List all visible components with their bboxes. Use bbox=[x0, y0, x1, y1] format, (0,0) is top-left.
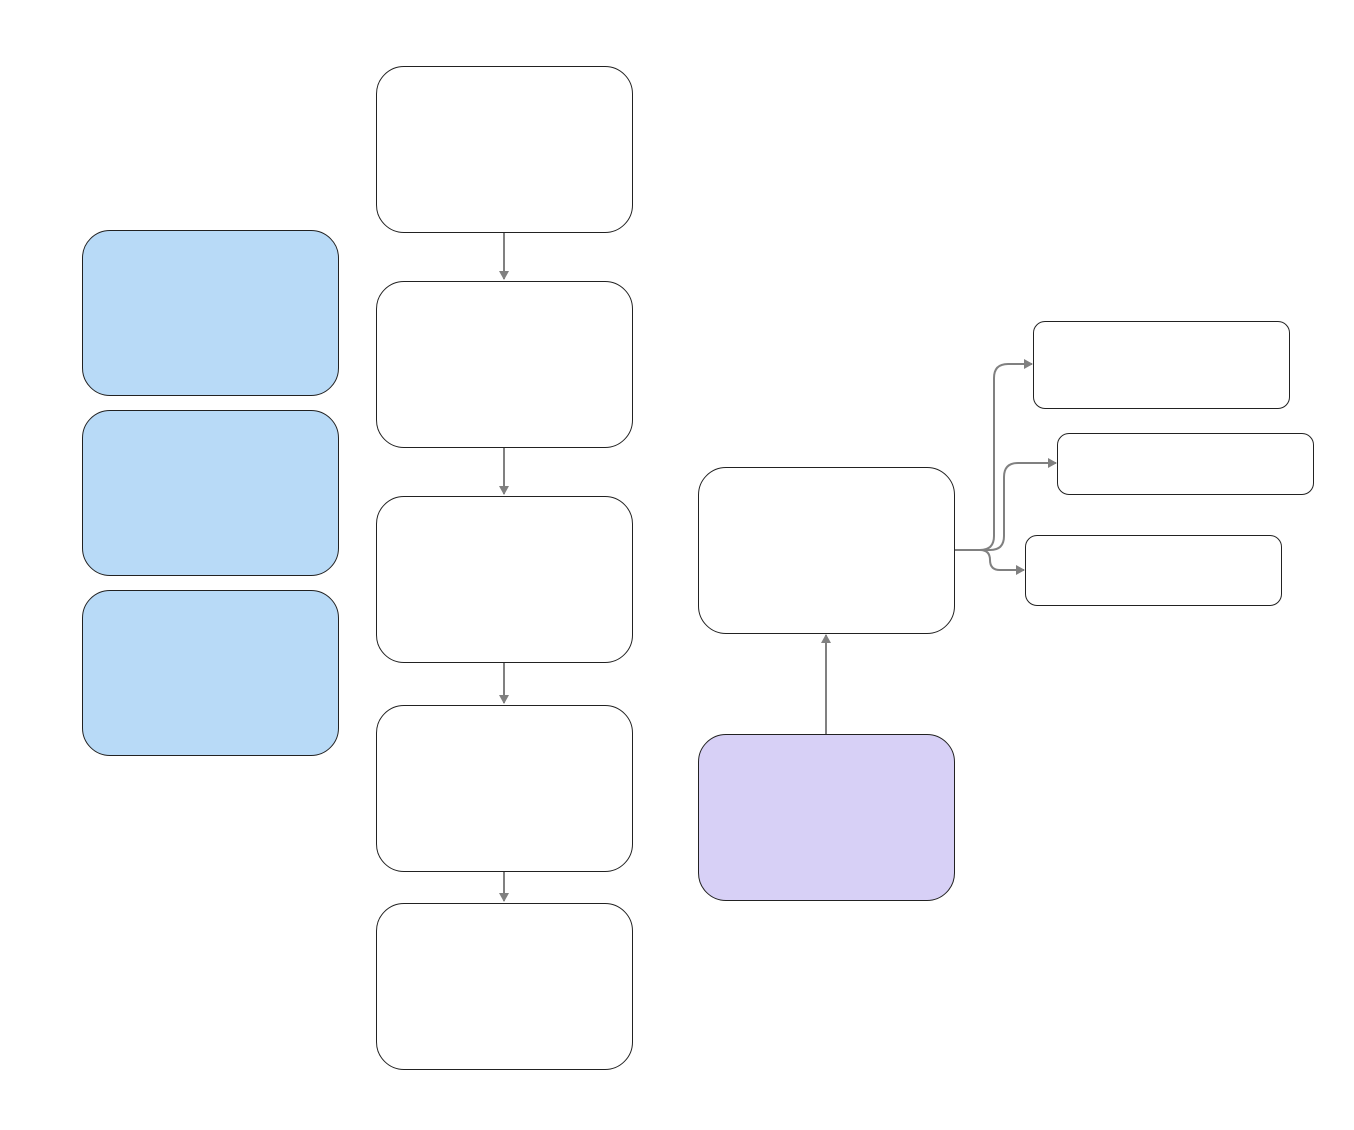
flow-step-5[interactable] bbox=[376, 903, 633, 1070]
flow-step-3[interactable] bbox=[376, 496, 633, 663]
flow-step-1[interactable] bbox=[376, 66, 633, 233]
edge-hub-out1 bbox=[955, 359, 1033, 551]
output-node-1[interactable] bbox=[1033, 321, 1290, 409]
hub-node[interactable] bbox=[698, 467, 955, 634]
edge-hub-out3 bbox=[955, 549, 1025, 575]
output-node-3[interactable] bbox=[1025, 535, 1282, 606]
flow-step-4[interactable] bbox=[376, 705, 633, 872]
output-node-2[interactable] bbox=[1057, 433, 1314, 495]
flow-step-2[interactable] bbox=[376, 281, 633, 448]
blue-node-3[interactable] bbox=[82, 590, 339, 756]
blue-node-1[interactable] bbox=[82, 230, 339, 396]
source-node[interactable] bbox=[698, 734, 955, 901]
blue-node-2[interactable] bbox=[82, 410, 339, 576]
